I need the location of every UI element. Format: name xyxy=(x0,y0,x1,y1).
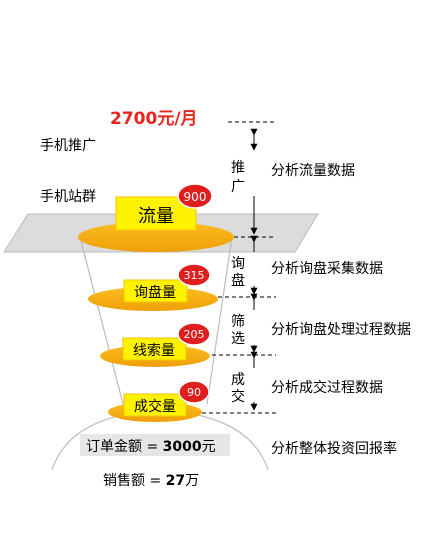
count-badge-inquiry xyxy=(177,263,211,287)
phase-label-promotion: 推 广 xyxy=(231,160,249,195)
stage-label-deals: 成交量 xyxy=(134,398,176,415)
count-inquiry: 315 xyxy=(184,269,205,282)
count-badge-deals xyxy=(178,380,210,404)
order-amount-box xyxy=(80,434,230,456)
count-leads: 205 xyxy=(184,328,205,341)
stage-label-traffic: 流量 xyxy=(138,206,174,227)
funnel-right-side xyxy=(206,236,233,405)
phase-label-inquiry: 询 盘 xyxy=(231,256,249,289)
analysis-inquiry: 分析询盘采集数据 xyxy=(271,260,383,277)
analysis-roi: 分析整体投资回报率 xyxy=(271,440,397,457)
count-badge-traffic xyxy=(177,183,213,209)
stage-box-leads xyxy=(122,337,187,361)
stage-label-inquiry: 询盘量 xyxy=(134,284,176,301)
phase-label-deal: 成 交 xyxy=(231,372,249,405)
stage-label-leads: 线索量 xyxy=(133,342,175,359)
count-deals: 90 xyxy=(187,386,201,399)
mobile-site-group-label: 手机站群 xyxy=(40,189,96,205)
stage-box-inquiry xyxy=(123,279,188,303)
mobile-promotion-label: 手机推广 xyxy=(40,138,96,154)
analysis-deal: 分析成交过程数据 xyxy=(271,379,383,396)
count-traffic: 900 xyxy=(184,190,207,204)
analysis-filter: 分析询盘处理过程数据 xyxy=(271,321,411,338)
phase-label-filter: 筛 选 xyxy=(231,314,249,347)
order-amount: 订单金额 = 3000元 xyxy=(86,439,216,455)
sales-amount: 销售额 = 27万 xyxy=(103,473,199,489)
funnel-left-side xyxy=(79,236,124,405)
price-label: 2700元/月 xyxy=(110,109,198,129)
analysis-traffic: 分析流量数据 xyxy=(271,163,355,179)
stage-box-deals xyxy=(123,393,187,417)
count-badge-leads xyxy=(177,322,211,346)
